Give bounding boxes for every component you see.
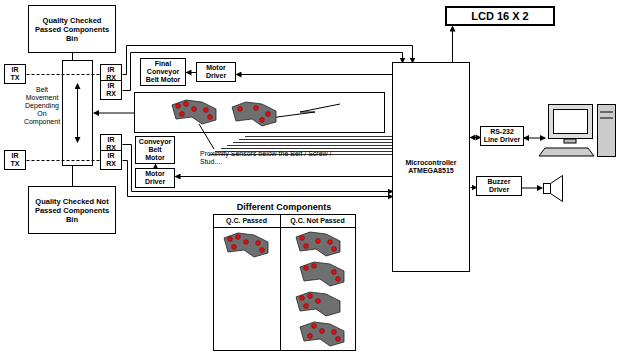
component-part	[300, 262, 344, 286]
conveyor-belt	[135, 93, 385, 133]
note-text: Belt Movement Depending On Component	[22, 86, 62, 126]
component-part	[300, 322, 344, 346]
speaker-symbol	[544, 176, 563, 202]
leader-line	[199, 124, 214, 149]
block-box: IR TX	[4, 150, 26, 170]
component-table	[214, 215, 356, 351]
node-text: RS-232 Line Driver	[483, 128, 521, 144]
node-text: IR TX	[7, 152, 23, 168]
speaker-link	[522, 188, 542, 189]
sensor-wire	[221, 148, 392, 149]
node-text: Microcontroller ATMEGA8515	[395, 159, 467, 175]
serial-link	[524, 138, 545, 139]
belt-transfer-arrow	[94, 113, 134, 114]
block-box: Quality Checked Not Passed Components Bi…	[28, 186, 116, 234]
component-part	[296, 232, 340, 256]
component-part	[224, 233, 268, 257]
node-text: IR RX	[103, 82, 119, 98]
bin-link	[72, 166, 73, 186]
signal-wire	[176, 176, 393, 177]
ir-beam	[27, 74, 101, 75]
block-box: Buzzer Driver	[476, 176, 522, 196]
table-header: Q.C. Not Passed	[280, 217, 355, 225]
block-box: IR RX	[100, 150, 122, 170]
signal-wire	[237, 74, 393, 75]
block-box: Motor Driver	[135, 168, 175, 188]
node-text: Motor Driver	[138, 170, 172, 186]
signal-wire	[187, 72, 197, 73]
sensor-wire	[239, 139, 392, 140]
callout-text: Proximity Sensors below the Belt / Screw…	[200, 150, 332, 166]
node-text: Quality Checked Passed Components Bin	[31, 16, 113, 43]
block-box: Microcontroller ATMEGA8515	[392, 62, 470, 272]
signal-wire	[471, 137, 481, 138]
block-box: Quality Checked Passed Components Bin	[28, 5, 116, 53]
table-grid	[214, 215, 356, 351]
block-box: IR RX	[100, 80, 122, 100]
signal-wire	[452, 27, 453, 63]
component-part	[296, 292, 340, 316]
node-text: Buzzer Driver	[479, 178, 519, 194]
signal-wire	[123, 53, 403, 91]
bin-link	[72, 53, 73, 60]
node-text: Motor Driver	[199, 64, 233, 80]
component-part	[172, 100, 216, 124]
belt-motion-arrow	[270, 104, 340, 118]
heading-text: Different Components	[213, 202, 355, 213]
block-box: IR TX	[4, 64, 26, 84]
sensor-wire	[245, 136, 392, 137]
block-box: Conveyor Belt Motor	[135, 136, 175, 164]
vertical-belt	[63, 61, 93, 166]
node-text: IR TX	[7, 66, 23, 82]
sensor-wire	[227, 145, 392, 146]
table-header: Q.C. Passed	[213, 217, 280, 225]
block-box: RS-232 Line Driver	[480, 126, 524, 146]
sensor-wire	[233, 142, 392, 143]
block-box: Motor Driver	[196, 62, 236, 82]
node-text: Final Conveyor Belt Motor	[143, 60, 183, 84]
node-text: Conveyor Belt Motor	[138, 138, 172, 162]
component-part	[232, 102, 276, 126]
belt-direction-arrow	[77, 84, 78, 142]
ir-beam	[27, 160, 101, 161]
signal-wire	[123, 161, 393, 197]
display-box: LCD 16 X 2	[445, 6, 555, 26]
node-text: IR RX	[103, 152, 119, 168]
block-box: Final Conveyor Belt Motor	[140, 58, 186, 86]
node-text: LCD 16 X 2	[471, 10, 528, 23]
node-text: Quality Checked Not Passed Components Bi…	[31, 197, 113, 224]
computer-icon	[539, 105, 616, 157]
